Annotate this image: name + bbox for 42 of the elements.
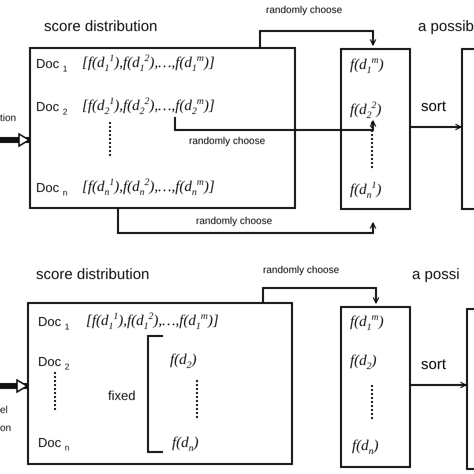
sample-box bbox=[340, 48, 411, 210]
formula: f(d$_{n}$$^{1}$) bbox=[350, 181, 382, 202]
hollow-arrow bbox=[0, 133, 30, 147]
cut-off-text: a possib bbox=[418, 19, 474, 36]
row-label: Doc $_{1}$ bbox=[38, 315, 70, 332]
formula: [f(d$_{1}$$^{1}$),f(d$_{1}$$^{2}$),…,f(d$_{1}$$^{m}$)] bbox=[86, 312, 219, 333]
hollow-arrow bbox=[0, 379, 28, 393]
arrow bbox=[117, 209, 376, 234]
row-label: Doc $_{1}$ bbox=[36, 57, 68, 74]
edge-label: randomly choose bbox=[262, 265, 340, 276]
arrow bbox=[411, 124, 462, 130]
arrow bbox=[259, 30, 376, 47]
formula: f(d$_{2}$$^{2}$) bbox=[350, 101, 382, 122]
heading: score distribution bbox=[44, 19, 158, 36]
row-label: Doc $_{2}$ bbox=[36, 100, 68, 117]
formula: [f(d$_{1}$$^{1}$),f(d$_{1}$$^{2}$),…,f(d$_{1}$$^{m}$)] bbox=[82, 54, 215, 75]
edge-label: randomly choose bbox=[195, 216, 274, 227]
cut-off-text: tion bbox=[0, 113, 16, 124]
formula: f(d$_{2}$) bbox=[350, 353, 377, 373]
row-label: Doc $_{n}$ bbox=[36, 181, 68, 198]
arrow bbox=[174, 117, 376, 131]
sample-box bbox=[340, 306, 411, 468]
cut-off-text: el bbox=[0, 405, 8, 416]
arrow bbox=[262, 287, 380, 304]
row-label: Doc $_{n}$ bbox=[38, 436, 70, 453]
formula: f(d$_{2}$) bbox=[170, 352, 197, 372]
edge-label: randomly choose bbox=[188, 136, 266, 147]
arrow bbox=[411, 382, 467, 388]
cut-off-text: on bbox=[0, 423, 12, 434]
annotation: fixed bbox=[108, 389, 136, 404]
formula: f(d$_{1}$$^{m}$) bbox=[350, 56, 384, 77]
formula: f(d$_{n}$) bbox=[352, 438, 379, 458]
formula: f(d$_{n}$) bbox=[172, 435, 199, 455]
result-box bbox=[466, 308, 474, 470]
heading: score distribution bbox=[36, 267, 150, 284]
cut-off-text: a possi bbox=[412, 267, 460, 284]
result-box bbox=[461, 48, 474, 210]
formula: [f(d$_{n}$$^{1}$),f(d$_{n}$$^{2}$),…,f(d$_{n}$$^{m}$)] bbox=[82, 178, 215, 199]
formula: f(d$_{1}$$^{m}$) bbox=[350, 313, 384, 334]
row-label: Doc $_{2}$ bbox=[38, 355, 70, 372]
edge-label: randomly choose bbox=[265, 5, 344, 16]
formula: [f(d$_{2}$$^{1}$),f(d$_{2}$$^{2}$),…,f(d$_{2}$$^{m}$)] bbox=[82, 97, 215, 118]
